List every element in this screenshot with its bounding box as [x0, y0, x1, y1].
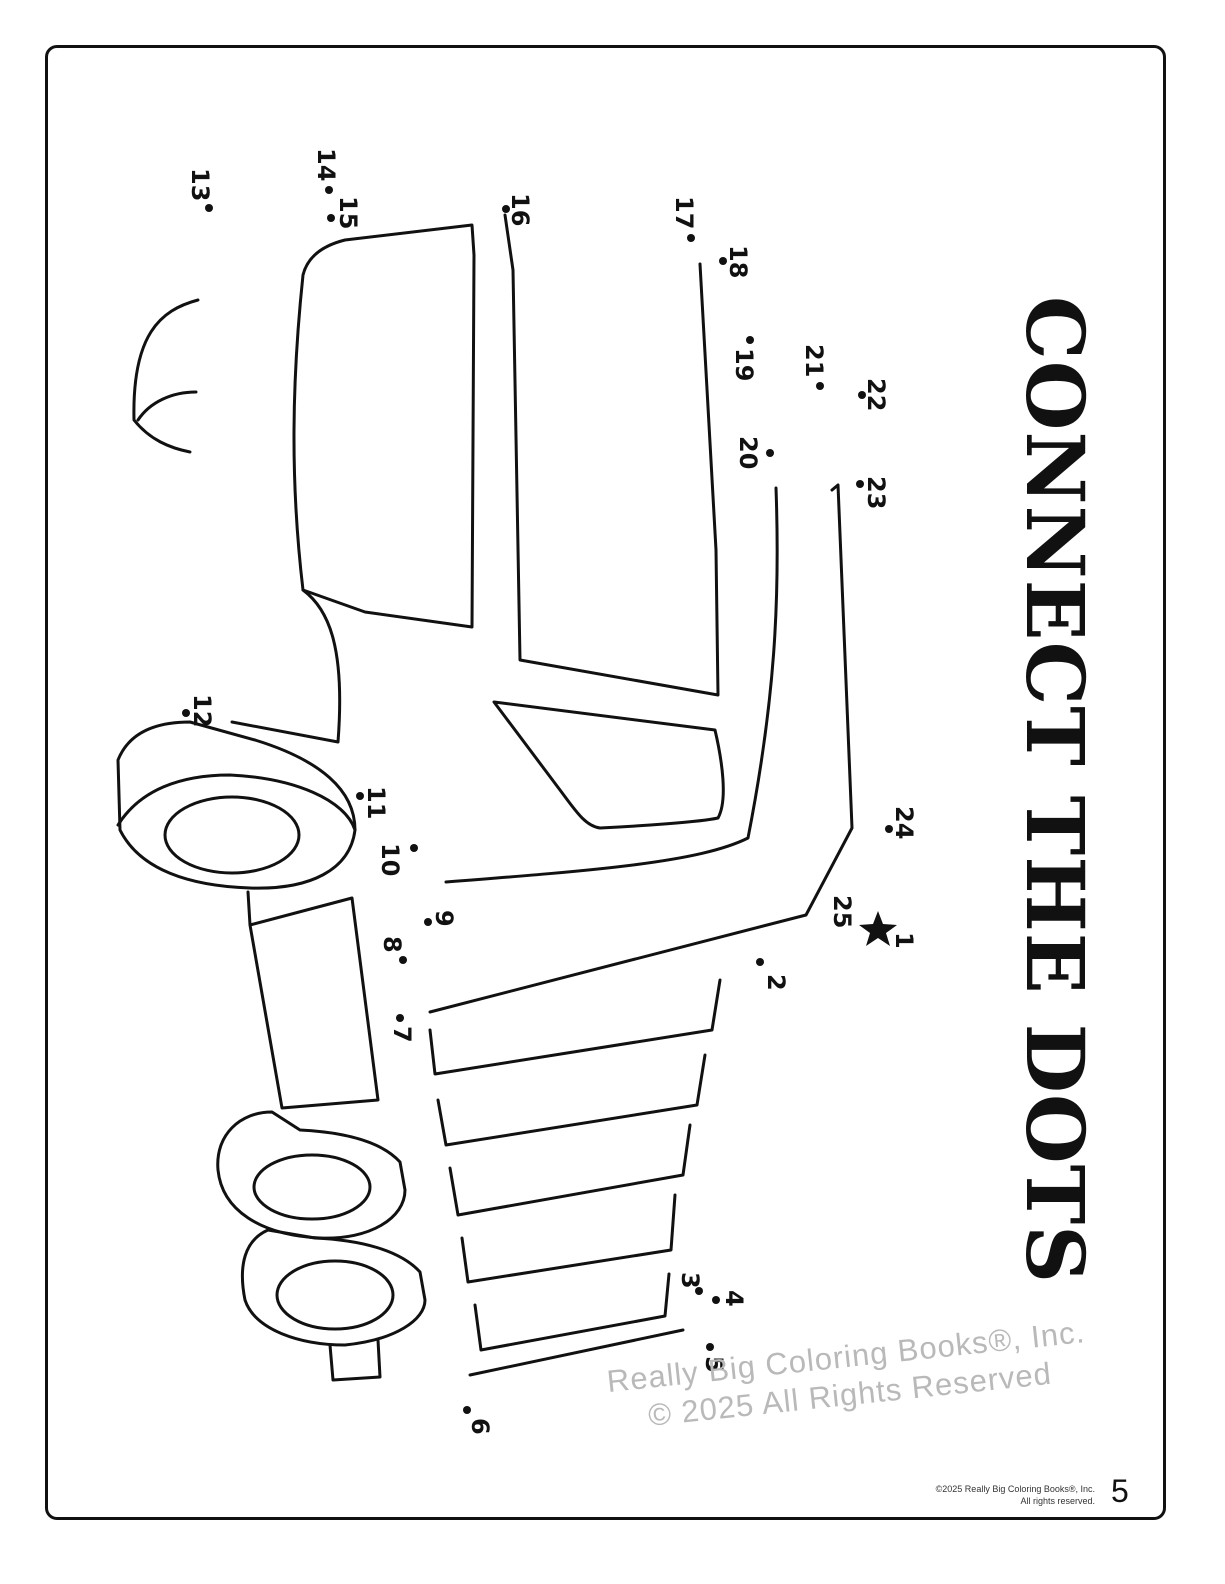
body-line — [444, 486, 779, 884]
dot-25[interactable]: 25 — [828, 895, 856, 928]
dot-2[interactable]: 2 — [756, 958, 790, 991]
dot-16[interactable]: 16 — [502, 193, 534, 226]
dot-7[interactable]: 7 — [388, 1014, 416, 1043]
dot-label: 21 — [800, 344, 828, 377]
dot-3[interactable]: 3 — [676, 1272, 704, 1295]
rear-wheel-2-outer — [240, 1228, 427, 1347]
door-window — [492, 700, 725, 830]
dot-9[interactable]: 9 — [424, 910, 458, 927]
windshield-arc — [132, 298, 200, 454]
dot-label: 19 — [730, 348, 758, 381]
dot-label: 7 — [388, 1026, 416, 1043]
door-frame — [503, 213, 720, 697]
dot-23[interactable]: 23 — [856, 476, 890, 509]
front-wheel-rim — [116, 773, 357, 832]
copyright-line-1: ©2025 Really Big Coloring Books®, Inc. — [935, 1484, 1095, 1494]
dot-19[interactable]: 19 — [730, 336, 758, 381]
bed-outline — [428, 483, 854, 1014]
bed-slat-4 — [460, 1193, 677, 1284]
dot-label: 4 — [720, 1290, 748, 1307]
rear-wheel-2-hub — [275, 1259, 395, 1331]
dot-label: 9 — [430, 910, 458, 927]
dot-6[interactable]: 6 — [463, 1406, 494, 1435]
front-wheel-hub — [163, 795, 301, 875]
dot-label: 3 — [676, 1272, 704, 1289]
dot-label: 8 — [378, 936, 406, 953]
page-frame — [45, 45, 1166, 1520]
bed-slat-5 — [473, 1272, 671, 1352]
dot-label: 22 — [862, 378, 890, 411]
page-number: 5 — [1111, 1473, 1129, 1509]
chassis — [246, 890, 380, 1110]
bed-slat-3 — [448, 1123, 692, 1217]
copyright-notice: ©2025 Really Big Coloring Books®, Inc. A… — [936, 1483, 1095, 1507]
dot-1[interactable]: 1 — [859, 911, 918, 949]
dot-label: 20 — [734, 436, 762, 469]
dot-label: 25 — [828, 895, 856, 928]
dot-label: 17 — [670, 196, 698, 229]
bed-slat-6 — [468, 1328, 685, 1377]
dot-22[interactable]: 22 — [858, 378, 890, 411]
front-wheel-outer — [116, 720, 357, 890]
dot-label: 24 — [890, 806, 918, 839]
dot-8[interactable]: 8 — [378, 936, 407, 964]
dot-label: 12 — [188, 694, 216, 727]
dot-label: 14 — [312, 148, 340, 181]
bed-slat-1 — [428, 978, 722, 1076]
copyright-line-2: All rights reserved. — [1020, 1496, 1095, 1506]
page-title: CONNECT THE DOTS — [1008, 296, 1102, 1284]
dot-5[interactable]: 5 — [700, 1343, 728, 1373]
dot-24[interactable]: 24 — [885, 806, 918, 839]
dot-label: 18 — [724, 245, 752, 278]
dot-label: 1 — [890, 932, 918, 949]
cab-window — [292, 223, 476, 629]
dot-18[interactable]: 18 — [719, 245, 752, 278]
dot-label: 11 — [362, 786, 390, 819]
dot-label: 6 — [466, 1418, 494, 1435]
dot-11[interactable]: 11 — [356, 786, 390, 819]
bumper — [328, 1338, 382, 1382]
dot-label: 13 — [186, 168, 214, 201]
start-star-icon — [859, 911, 897, 946]
dot-13[interactable]: 13 — [186, 168, 214, 212]
dot-21[interactable]: 21 — [800, 344, 828, 390]
dot-15[interactable]: 15 — [327, 196, 362, 229]
windshield-arc-inner — [136, 390, 198, 422]
bed-slat-2 — [436, 1053, 707, 1147]
dot-label: 15 — [334, 196, 362, 229]
dot-label: 2 — [762, 974, 790, 991]
dot-14[interactable]: 14 — [312, 148, 340, 194]
dot-12[interactable]: 12 — [182, 694, 216, 727]
fender-curve — [230, 588, 342, 744]
dot-10[interactable]: 10 — [376, 843, 418, 876]
dot-label: 10 — [376, 843, 404, 876]
dot-17[interactable]: 17 — [670, 196, 698, 242]
dot-label: 5 — [700, 1356, 728, 1373]
rear-wheel-1-hub — [252, 1153, 372, 1221]
dot-4[interactable]: 4 — [712, 1290, 748, 1307]
dot-20[interactable]: 20 — [734, 436, 774, 469]
dot-label: 23 — [862, 476, 890, 509]
dot-label: 16 — [506, 193, 534, 226]
